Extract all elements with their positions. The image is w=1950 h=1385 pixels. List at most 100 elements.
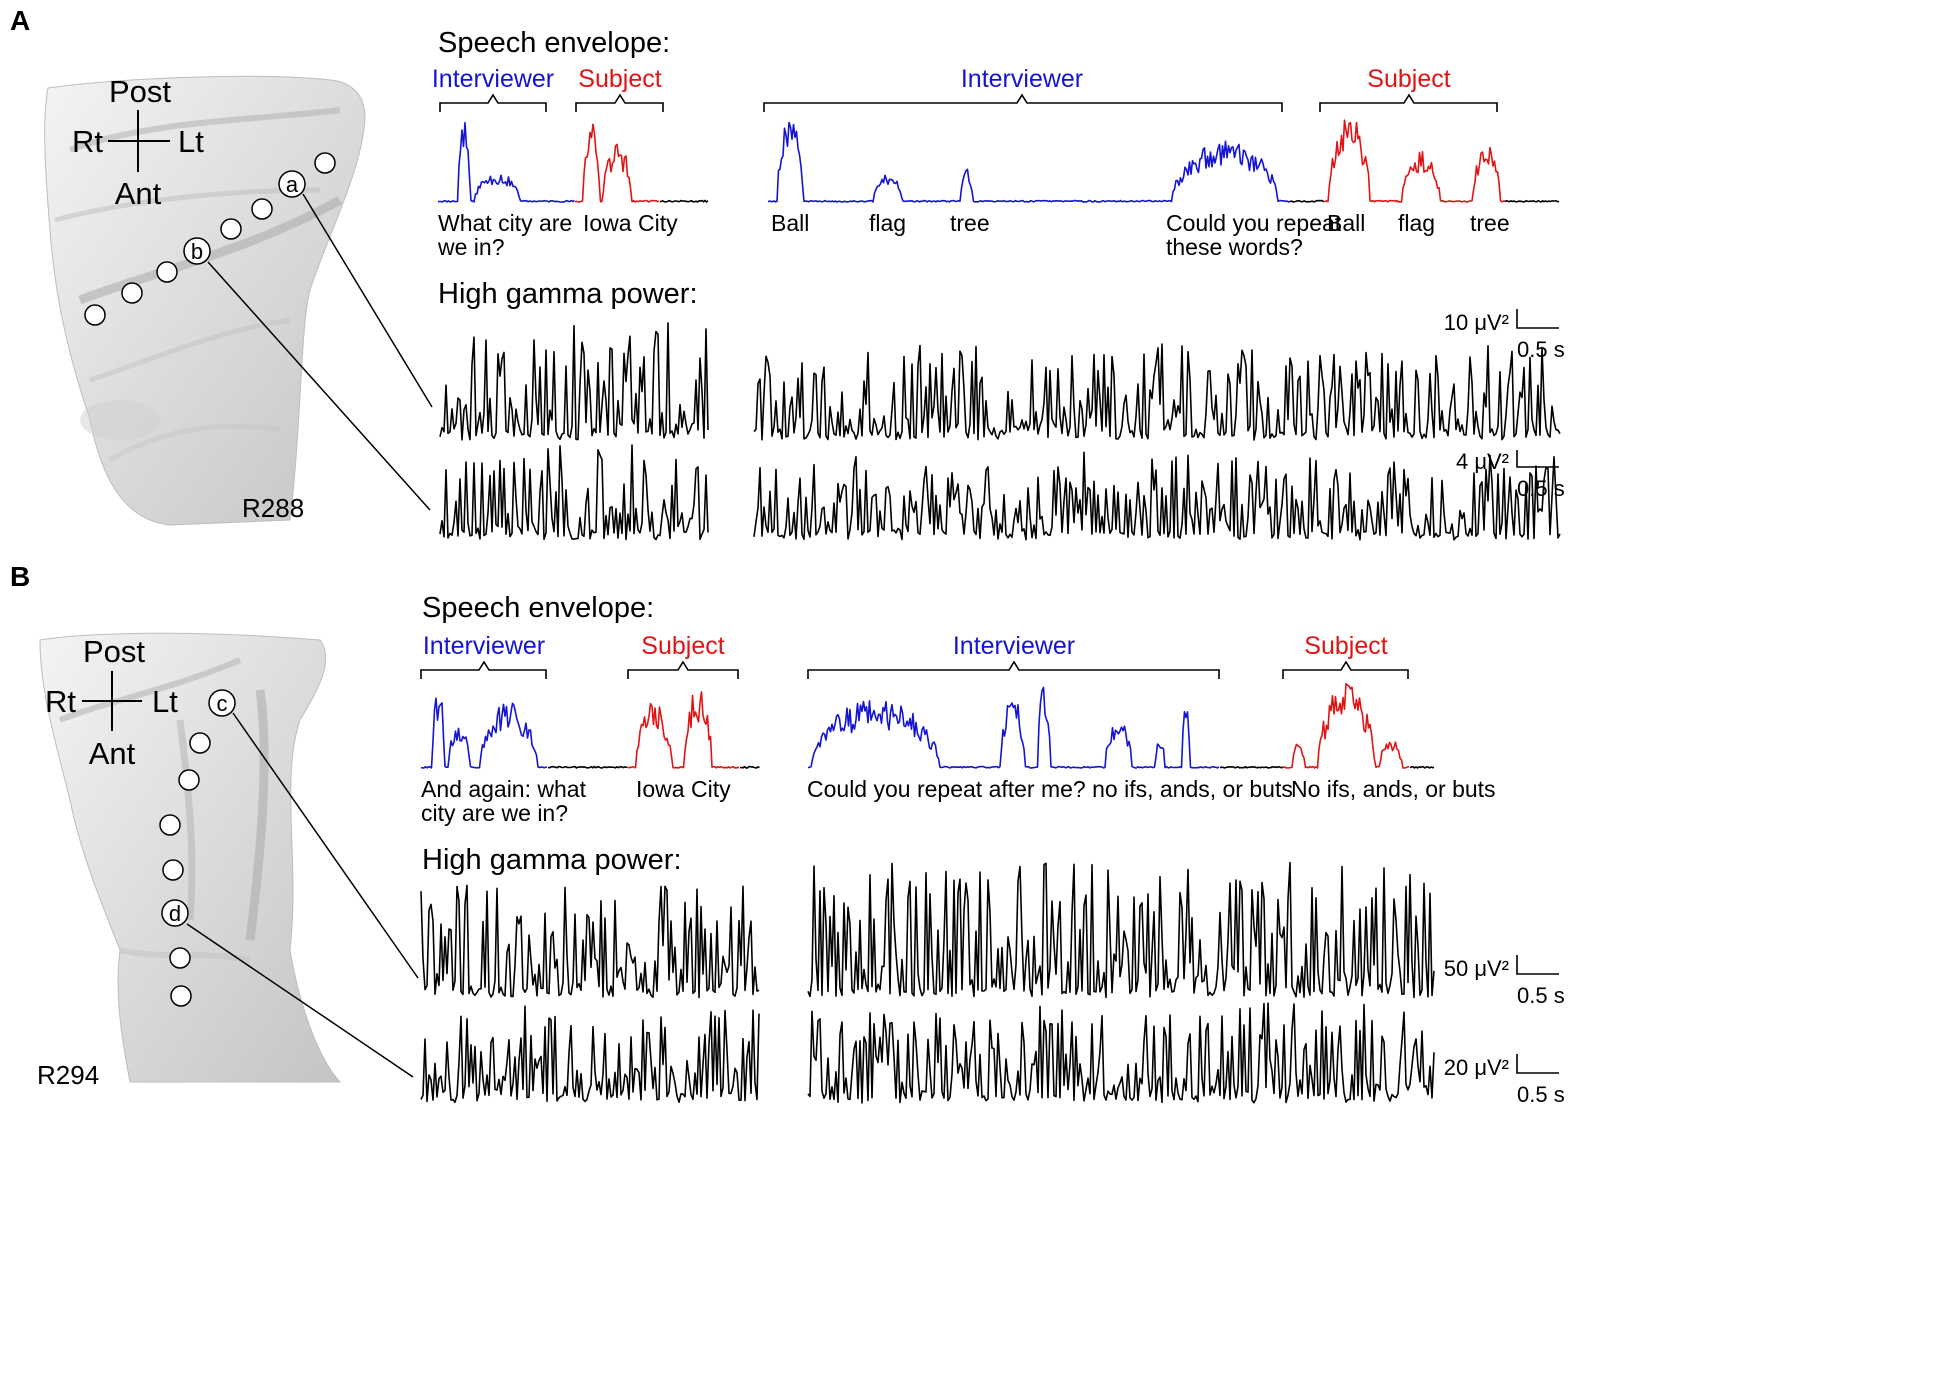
scale-amplitude-label: 4 μV² bbox=[1456, 449, 1509, 474]
high-gamma-trace-c bbox=[420, 884, 760, 999]
panel-b: B Post Ant Rt Lt c d bbox=[10, 561, 1565, 1107]
high-gamma-header-b: High gamma power: bbox=[422, 844, 682, 876]
panel-a: A Post Ant Rt Lt a b bbox=[10, 5, 1565, 541]
caption-tree: tree bbox=[1470, 210, 1510, 236]
electrode-contact-b bbox=[183, 237, 211, 265]
electrode-label-b: b bbox=[191, 239, 203, 264]
scale-bar-b2: 20 μV² 0.5 s bbox=[1444, 1054, 1565, 1107]
scale-time-label: 0.5 s bbox=[1517, 476, 1565, 501]
speaker-label-subject: Subject bbox=[641, 632, 724, 660]
speech-envelope-subject bbox=[1324, 119, 1505, 203]
caption-and-again-1: And again: what bbox=[421, 776, 587, 802]
caption-what-city-1: What city are bbox=[438, 210, 572, 236]
orientation-cross-b: Post Ant Rt Lt bbox=[45, 634, 178, 771]
connector-line-a bbox=[302, 193, 433, 408]
electrode-array-a: a b bbox=[84, 152, 336, 326]
speech-envelope-traces-a bbox=[438, 119, 1560, 203]
electrode-contact-d bbox=[161, 899, 189, 927]
caption-flag: flag bbox=[869, 210, 906, 236]
scale-bar-a2: 4 μV² 0.5 s bbox=[1456, 449, 1565, 501]
electrode-contact bbox=[314, 152, 336, 174]
speaker-label-subject: Subject bbox=[1367, 65, 1450, 93]
caption-could-you-repeat-1: Could you repeat bbox=[1166, 210, 1342, 236]
caption-tree: tree bbox=[950, 210, 990, 236]
high-gamma-trace-a bbox=[753, 343, 1561, 441]
electrode-contact bbox=[170, 985, 192, 1007]
speech-envelope-subject bbox=[628, 691, 740, 769]
speech-envelope-silence bbox=[1409, 765, 1435, 769]
electrode-label-d: d bbox=[169, 901, 181, 926]
speech-envelope-silence bbox=[1219, 765, 1284, 769]
speech-envelope-interviewer bbox=[438, 121, 575, 203]
speaker-label-subject: Subject bbox=[1304, 632, 1387, 660]
orientation-rt: Rt bbox=[45, 684, 76, 719]
caption-could-you-repeat-after-me: Could you repeat after me? no ifs, ands,… bbox=[807, 776, 1293, 802]
caption-ball: Ball bbox=[771, 210, 809, 236]
electrode-contact bbox=[220, 218, 242, 240]
high-gamma-trace-d bbox=[420, 1005, 760, 1104]
electrode-contact bbox=[84, 304, 106, 326]
electrode-contact bbox=[162, 859, 184, 881]
caption-flag: flag bbox=[1398, 210, 1435, 236]
speech-envelope-subject bbox=[1282, 682, 1410, 769]
orientation-ant: Ant bbox=[89, 736, 136, 771]
speaker-label-interviewer: Interviewer bbox=[432, 65, 554, 93]
high-gamma-trace-c bbox=[807, 861, 1435, 999]
speech-envelope-interviewer bbox=[767, 121, 1291, 203]
panel-letter-b: B bbox=[10, 561, 30, 592]
electrode-contact bbox=[159, 814, 181, 836]
high-gamma-trace-b bbox=[439, 444, 709, 541]
scale-time-label: 0.5 s bbox=[1517, 983, 1565, 1008]
orientation-lt: Lt bbox=[178, 124, 204, 159]
speech-envelope-silence bbox=[739, 765, 760, 769]
electrode-contact bbox=[156, 261, 178, 283]
electrode-contact-c bbox=[208, 689, 236, 717]
electrode-array-b: c d bbox=[159, 689, 236, 1007]
orientation-ant: Ant bbox=[115, 176, 162, 211]
scale-amplitude-label: 20 μV² bbox=[1444, 1055, 1509, 1080]
brain-surface-b bbox=[39, 632, 342, 1083]
high-gamma-trace-d bbox=[807, 1002, 1435, 1104]
orientation-post: Post bbox=[109, 74, 171, 109]
electrode-contact bbox=[189, 732, 211, 754]
connector-line-c bbox=[232, 712, 419, 979]
speaker-label-interviewer: Interviewer bbox=[423, 632, 545, 660]
high-gamma-trace-b bbox=[753, 451, 1561, 541]
speech-envelope-header-a: Speech envelope: bbox=[438, 27, 670, 59]
speaker-brackets-b bbox=[420, 660, 1409, 679]
high-gamma-traces-a bbox=[439, 322, 1561, 541]
scale-amplitude-label: 10 μV² bbox=[1444, 310, 1509, 335]
caption-ball: Ball bbox=[1327, 210, 1365, 236]
connector-line-b bbox=[207, 261, 431, 511]
electrode-label-a: a bbox=[286, 172, 299, 197]
speech-envelope-interviewer bbox=[420, 697, 548, 769]
scale-bar-a1: 10 μV² 0.5 s bbox=[1444, 309, 1565, 362]
speech-envelope-interviewer bbox=[807, 686, 1220, 769]
electrode-contact-a bbox=[278, 170, 306, 198]
participant-label-a: R288 bbox=[242, 493, 304, 523]
orientation-rt: Rt bbox=[72, 124, 103, 159]
speech-envelope-silence bbox=[1504, 199, 1560, 203]
orientation-post: Post bbox=[83, 634, 145, 669]
speech-envelope-silence bbox=[1289, 199, 1325, 203]
caption-iowa-city: Iowa City bbox=[583, 210, 678, 236]
high-gamma-trace-a bbox=[439, 322, 709, 441]
caption-iowa-city: Iowa City bbox=[636, 776, 731, 802]
electrode-contact bbox=[121, 282, 143, 304]
caption-what-city-2: we in? bbox=[437, 234, 504, 260]
scale-time-label: 0.5 s bbox=[1517, 1082, 1565, 1107]
scale-time-label: 0.5 s bbox=[1517, 337, 1565, 362]
speaker-label-interviewer: Interviewer bbox=[953, 632, 1075, 660]
electrode-contact bbox=[251, 198, 273, 220]
orientation-lt: Lt bbox=[152, 684, 178, 719]
orientation-cross-a: Post Ant Rt Lt bbox=[72, 74, 204, 211]
high-gamma-header-a: High gamma power: bbox=[438, 278, 698, 310]
scale-bar-b1: 50 μV² 0.5 s bbox=[1444, 955, 1565, 1008]
connector-line-d bbox=[186, 923, 414, 1078]
scale-amplitude-label: 50 μV² bbox=[1444, 956, 1509, 981]
speaker-brackets-a bbox=[439, 93, 1498, 112]
high-gamma-traces-b bbox=[420, 861, 1435, 1104]
speech-envelope-silence bbox=[547, 765, 628, 769]
speaker-label-interviewer: Interviewer bbox=[961, 65, 1083, 93]
